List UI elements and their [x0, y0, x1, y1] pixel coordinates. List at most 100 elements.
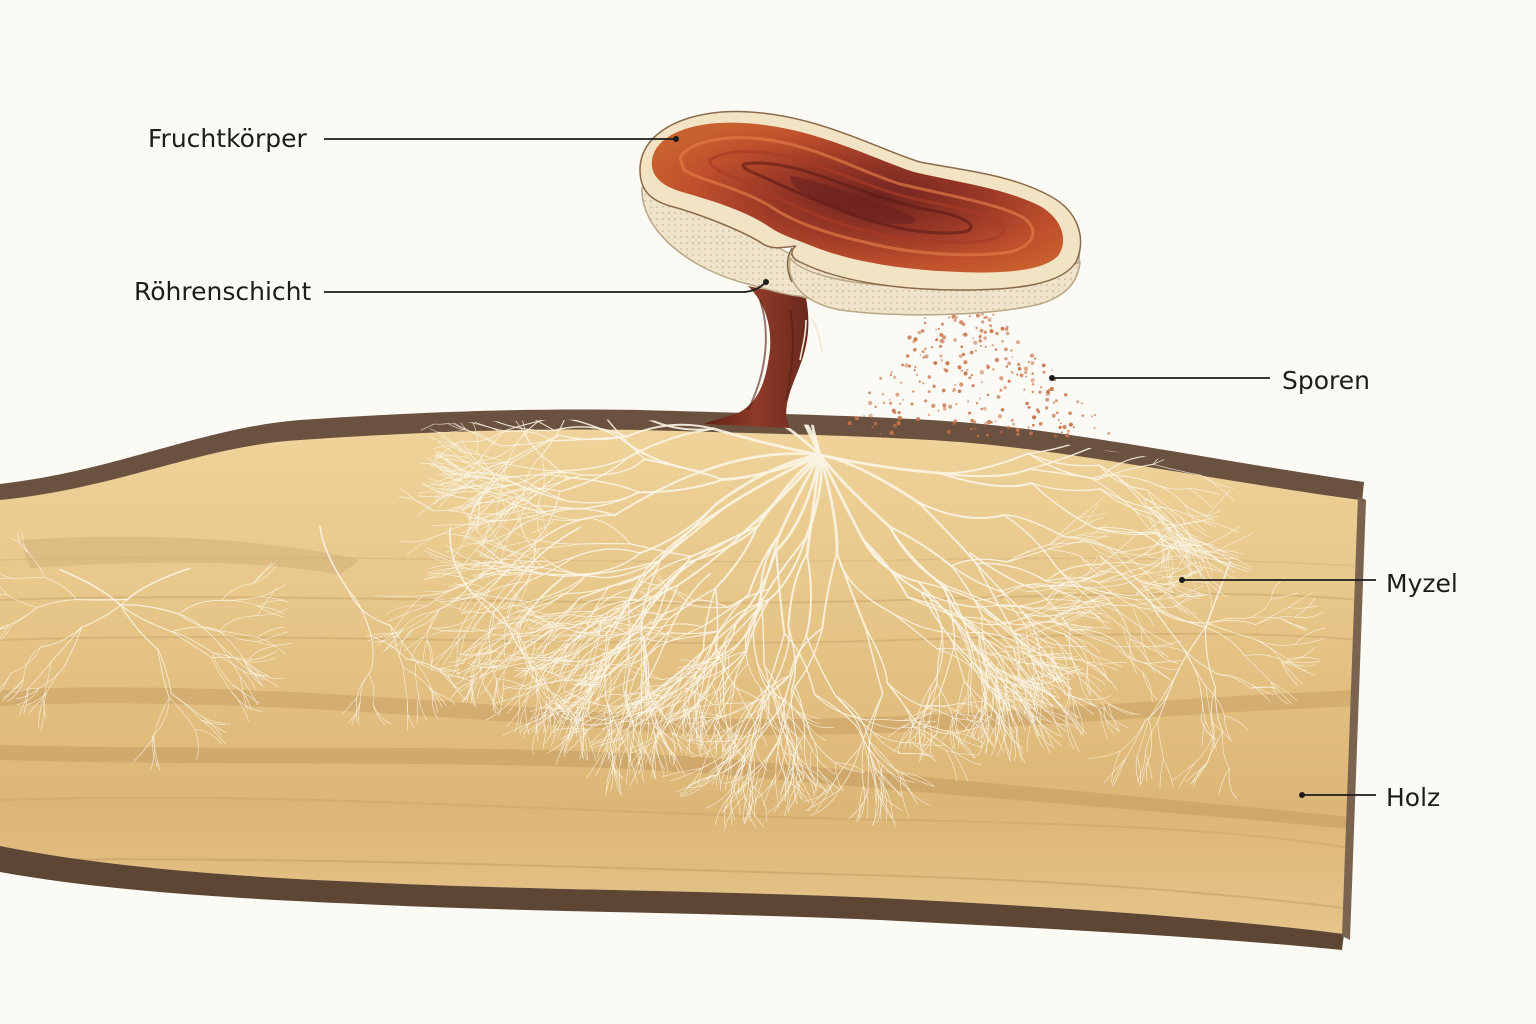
hypha [498, 484, 546, 513]
hypha [690, 667, 708, 678]
hypha [861, 742, 865, 787]
spore [968, 376, 972, 380]
hypha [464, 428, 501, 447]
hypha [595, 743, 611, 776]
hypha [514, 335, 542, 351]
hypha [430, 524, 471, 527]
hypha [1163, 758, 1174, 788]
hypha [579, 675, 604, 712]
hypha [1029, 669, 1037, 701]
hypha [427, 564, 464, 577]
hypha [1026, 682, 1050, 711]
hypha [1205, 544, 1236, 566]
spore [1068, 422, 1073, 427]
hypha [1088, 541, 1118, 560]
hypha [512, 547, 542, 564]
hypha [1063, 680, 1070, 713]
spore [986, 419, 992, 425]
hypha [538, 218, 553, 245]
hypha [535, 628, 559, 655]
hypha [1134, 587, 1172, 596]
hypha [547, 397, 601, 412]
hypha [518, 327, 557, 346]
hypha [1108, 703, 1141, 715]
hypha [752, 602, 763, 658]
hypha [599, 698, 644, 707]
hypha [1157, 424, 1207, 436]
hypha [482, 345, 518, 346]
spore [974, 427, 976, 430]
hypha [1065, 712, 1080, 753]
hypha [528, 622, 560, 630]
hypha [1082, 556, 1098, 582]
hypha [476, 238, 497, 264]
hypha [486, 298, 515, 311]
hypha [1203, 520, 1240, 533]
hypha [876, 787, 904, 812]
spore [915, 373, 919, 377]
spore [981, 320, 985, 324]
hypha [523, 454, 543, 498]
hypha [965, 632, 994, 670]
hypha [463, 460, 480, 486]
hypha [580, 128, 624, 167]
hypha [975, 562, 1010, 625]
hypha [653, 752, 656, 778]
hypha [1010, 699, 1034, 718]
hypha [903, 726, 939, 728]
hypha [1128, 379, 1174, 400]
hypha [412, 608, 440, 630]
hypha [565, 729, 588, 754]
spore [992, 368, 995, 371]
hypha [600, 419, 646, 460]
hypha [119, 604, 159, 651]
spore [1001, 340, 1004, 343]
spore [901, 363, 904, 367]
hypha [1224, 715, 1249, 731]
hypha [637, 555, 692, 589]
spore [874, 405, 877, 408]
hypha [1153, 645, 1178, 664]
spore [997, 414, 1003, 419]
hypha [877, 793, 896, 828]
hypha [681, 775, 712, 797]
hypha [535, 670, 556, 702]
hypha [523, 374, 539, 397]
hypha [667, 302, 717, 394]
hypha [516, 581, 529, 610]
hypha [1103, 595, 1142, 628]
hypha [497, 619, 530, 624]
hypha [950, 558, 1009, 567]
hypha [929, 636, 944, 688]
hypha [721, 683, 733, 703]
hypha [1006, 548, 1050, 563]
hypha [677, 663, 702, 668]
hypha [489, 541, 538, 589]
hypha [537, 704, 547, 734]
hypha [917, 580, 977, 602]
hypha [1011, 621, 1055, 633]
spore [922, 356, 925, 359]
hypha [995, 714, 998, 743]
hypha [16, 687, 40, 705]
hypha [1037, 718, 1055, 749]
spore [1093, 413, 1097, 417]
hypha [483, 325, 512, 342]
hypha [744, 795, 757, 829]
hypha [1082, 576, 1116, 583]
hypha [1025, 625, 1047, 655]
hypha [496, 641, 536, 667]
hypha [514, 376, 540, 385]
hypha [1074, 591, 1106, 607]
hypha [697, 749, 710, 785]
hypha [1146, 430, 1192, 443]
hypha [1049, 527, 1081, 545]
hypha [1015, 633, 1043, 668]
hypha [1180, 382, 1202, 404]
hypha [1228, 767, 1237, 799]
hypha [1172, 763, 1195, 781]
hypha [839, 561, 891, 613]
spore [973, 340, 978, 345]
hypha [716, 702, 754, 718]
